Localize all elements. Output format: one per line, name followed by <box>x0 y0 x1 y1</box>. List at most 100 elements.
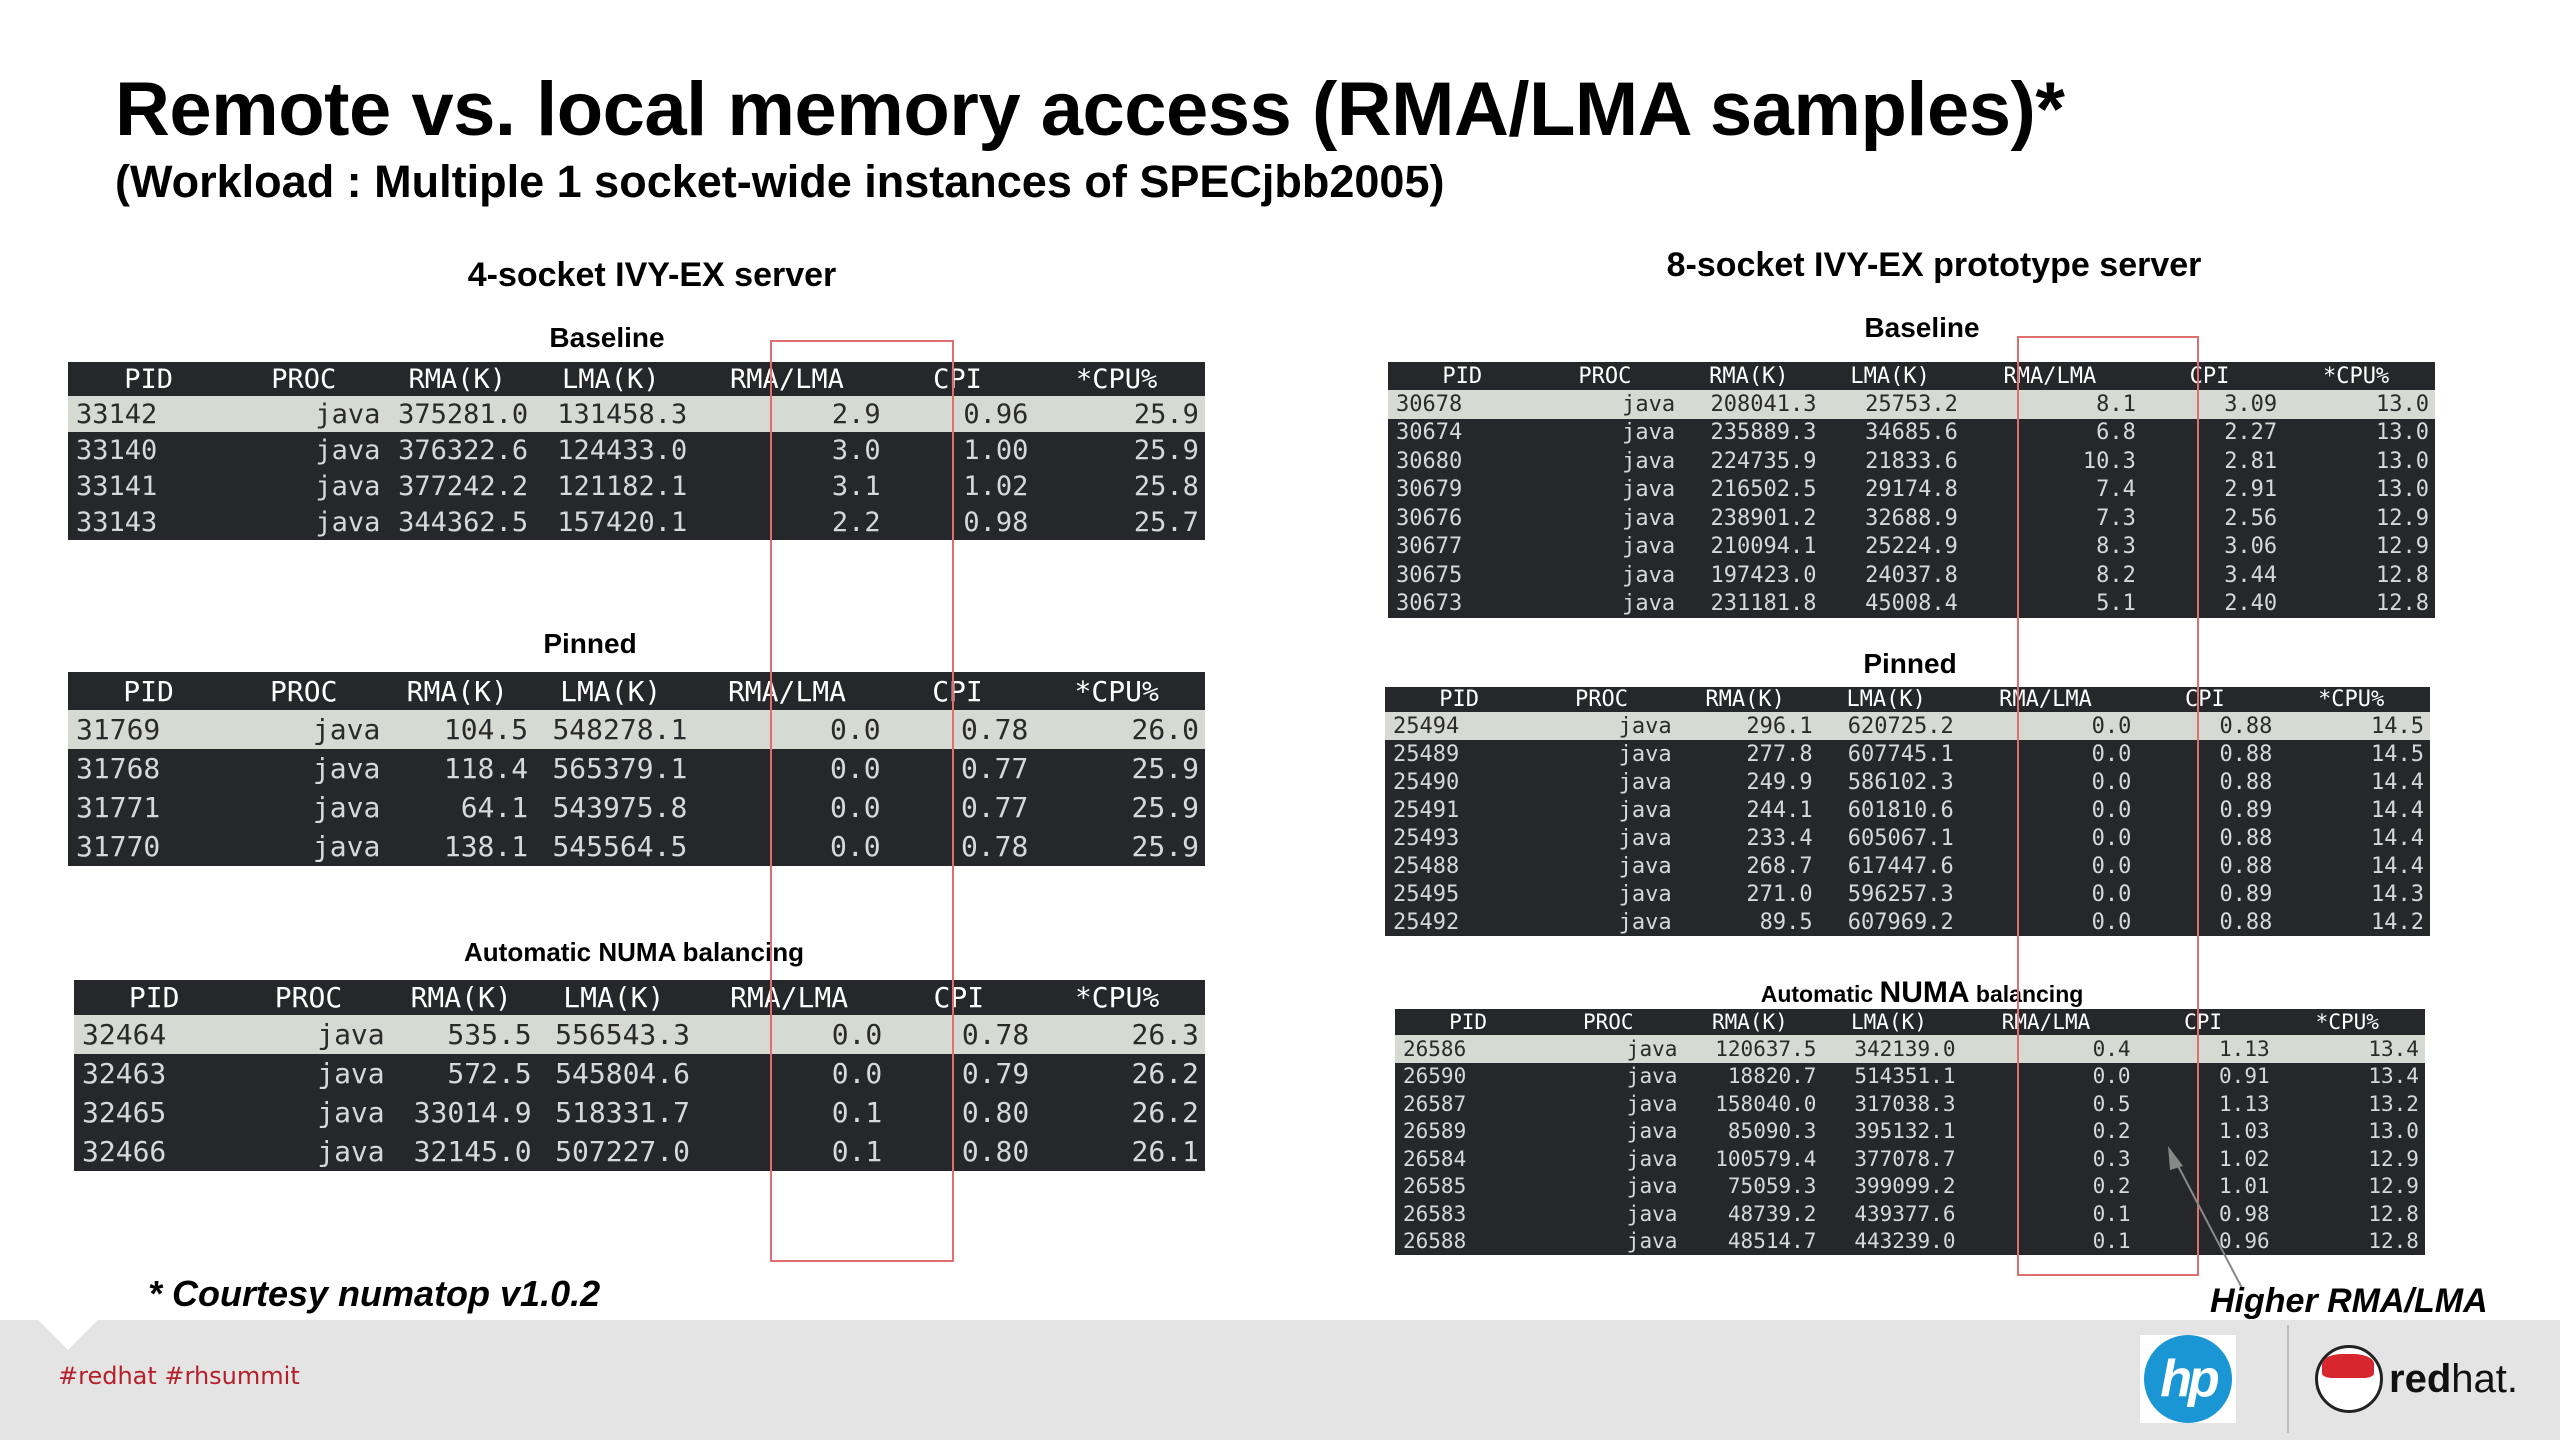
cell-rma-lma: 10.3 <box>2082 448 2136 474</box>
cell-rma: 32145.0 <box>413 1135 532 1168</box>
cell-cpi: 1.02 <box>963 470 1029 502</box>
cell-cpi: 0.88 <box>2219 909 2273 935</box>
cell-rma-lma: 0.0 <box>830 791 881 824</box>
cell-lma: 395132.1 <box>1854 1119 1956 1144</box>
cell-proc: java <box>317 1057 385 1090</box>
cell-proc: java <box>1618 881 1672 907</box>
cell-rma: 89.5 <box>1759 909 1813 935</box>
cell-rma-lma: 3.1 <box>831 470 881 502</box>
header-rma-lma: RMA/LMA <box>727 674 846 708</box>
right-baseline-label: Baseline <box>1864 312 1980 343</box>
cell-cpu-pct: 25.7 <box>1133 506 1199 538</box>
cell-rma: 268.7 <box>1746 853 1813 879</box>
cell-cpi: 2.56 <box>2224 505 2278 531</box>
cell-cpi: 1.01 <box>2219 1174 2270 1199</box>
cell-cpu-pct: 13.0 <box>2376 448 2429 474</box>
cell-cpu-pct: 12.9 <box>2368 1174 2419 1199</box>
header-cpu-pct: *CPU% <box>2322 363 2390 389</box>
cell-cpu-pct: 26.3 <box>1131 1018 1199 1051</box>
cell-cpi: 0.88 <box>2219 825 2273 851</box>
header-rma-lma: RMA/LMA <box>2003 363 2097 389</box>
cell-lma: 439377.6 <box>1854 1201 1956 1226</box>
cell-lma: 620725.2 <box>1847 713 1954 739</box>
cell-lma: 157420.1 <box>557 506 688 538</box>
cell-pid: 30678 <box>1396 391 1463 417</box>
cell-rma-lma: 0.0 <box>830 752 881 785</box>
cell-rma: 118.4 <box>443 752 529 785</box>
cell-lma: 29174.8 <box>1865 477 1958 503</box>
header-proc: PROC <box>1582 1010 1634 1034</box>
annotation-higher-rma-lma: Higher RMA/LMA <box>2210 1282 2488 1320</box>
cell-cpi: 0.88 <box>2219 769 2273 795</box>
cell-proc: java <box>317 1018 385 1051</box>
cell-rma-lma: 5.1 <box>2096 591 2136 617</box>
cell-lma: 607969.2 <box>1847 909 1954 935</box>
cell-rma-lma: 0.0 <box>2092 1064 2131 1089</box>
header-cpu-pct: *CPU% <box>2315 1010 2379 1034</box>
redhat-logo: redhat. <box>2315 1345 2518 1413</box>
header-cpu-pct: *CPU% <box>1074 981 1160 1014</box>
cell-cpi: 2.91 <box>2224 477 2278 503</box>
cell-pid: 26589 <box>1403 1119 1467 1144</box>
header-cpi: CPI <box>933 363 982 395</box>
cell-proc: java <box>1626 1174 1678 1199</box>
header-cpu-pct: *CPU% <box>1076 363 1158 395</box>
cell-cpi: 0.91 <box>2219 1064 2270 1089</box>
cell-cpi: 0.77 <box>960 791 1029 824</box>
cell-proc: java <box>1622 591 1676 617</box>
cell-cpu-pct: 25.9 <box>1133 434 1199 466</box>
cell-proc: java <box>1618 769 1672 795</box>
cell-rma-lma: 7.4 <box>2096 477 2136 503</box>
cell-rma-lma: 6.8 <box>2096 420 2136 446</box>
cell-pid: 30673 <box>1396 591 1463 617</box>
redhat-wordmark: redhat. <box>2389 1357 2518 1402</box>
cell-rma-lma: 2.9 <box>831 398 881 430</box>
header-cpu-pct: *CPU% <box>2318 687 2385 712</box>
cell-rma-lma: 0.1 <box>831 1096 883 1129</box>
cell-rma: 48739.2 <box>1727 1201 1817 1226</box>
cell-rma-lma: 0.0 <box>830 713 881 746</box>
cell-proc: java <box>1622 562 1676 588</box>
header-pid: PID <box>128 981 180 1014</box>
cell-proc: java <box>1626 1064 1678 1089</box>
cell-pid: 33142 <box>76 398 158 430</box>
left-auto-numa-label: Automatic NUMA balancing <box>464 937 804 967</box>
cell-lma: 545564.5 <box>552 830 688 863</box>
header-lma: LMA(K) <box>1851 1010 1927 1034</box>
header-pid: PID <box>1442 363 1483 389</box>
cell-rma-lma: 0.0 <box>2091 769 2132 795</box>
cell-pid: 32463 <box>82 1057 167 1090</box>
header-rma: RMA(K) <box>408 363 507 395</box>
header-rma: RMA(K) <box>410 981 512 1014</box>
cell-cpu-pct: 25.9 <box>1131 830 1199 863</box>
header-cpi: CPI <box>933 981 985 1014</box>
cell-rma: 158040.0 <box>1715 1091 1817 1116</box>
cell-cpu-pct: 13.2 <box>2368 1091 2419 1116</box>
cell-pid: 25495 <box>1393 881 1460 907</box>
cell-rma: 377242.2 <box>398 470 529 502</box>
cell-cpi: 2.27 <box>2224 420 2278 446</box>
cell-proc: java <box>1622 448 1676 474</box>
hp-logo-icon: hp <box>2144 1335 2232 1423</box>
cell-lma: 545804.6 <box>555 1057 690 1090</box>
cell-lma: 21833.6 <box>1865 448 1958 474</box>
cell-lma: 518331.7 <box>555 1096 690 1129</box>
header-lma: LMA(K) <box>1846 687 1926 712</box>
cell-pid: 26586 <box>1403 1036 1467 1061</box>
cell-pid: 33143 <box>76 506 158 538</box>
cell-proc: java <box>315 434 381 466</box>
cell-cpi: 0.80 <box>961 1135 1030 1168</box>
cell-cpu-pct: 14.5 <box>2370 741 2424 767</box>
footnote: * Courtesy numatop v1.0.2 <box>148 1273 601 1314</box>
cell-lma: 443239.0 <box>1854 1229 1956 1254</box>
